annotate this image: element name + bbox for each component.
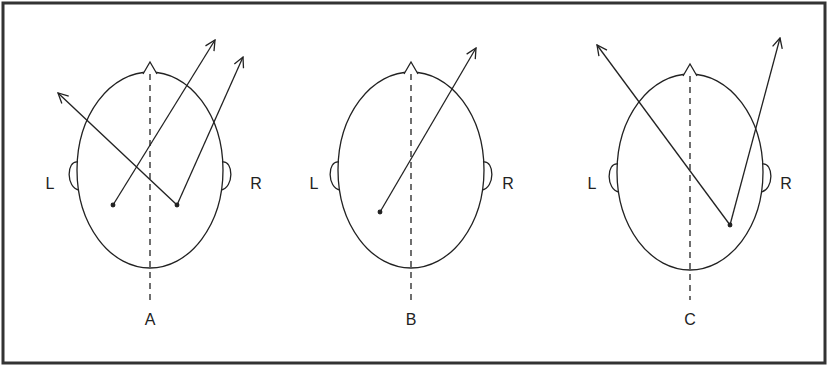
side-label: R	[502, 176, 514, 192]
figure-letter: A	[145, 312, 156, 328]
head-c	[597, 38, 780, 300]
figure-letter: C	[684, 312, 696, 328]
side-label: R	[780, 176, 792, 192]
figure-letter: B	[406, 312, 417, 328]
head-b	[330, 48, 492, 300]
head-a	[58, 40, 243, 300]
frame	[3, 3, 825, 363]
side-label: R	[250, 176, 262, 192]
side-label: L	[46, 176, 55, 192]
side-label: L	[310, 176, 319, 192]
side-label: L	[588, 176, 597, 192]
